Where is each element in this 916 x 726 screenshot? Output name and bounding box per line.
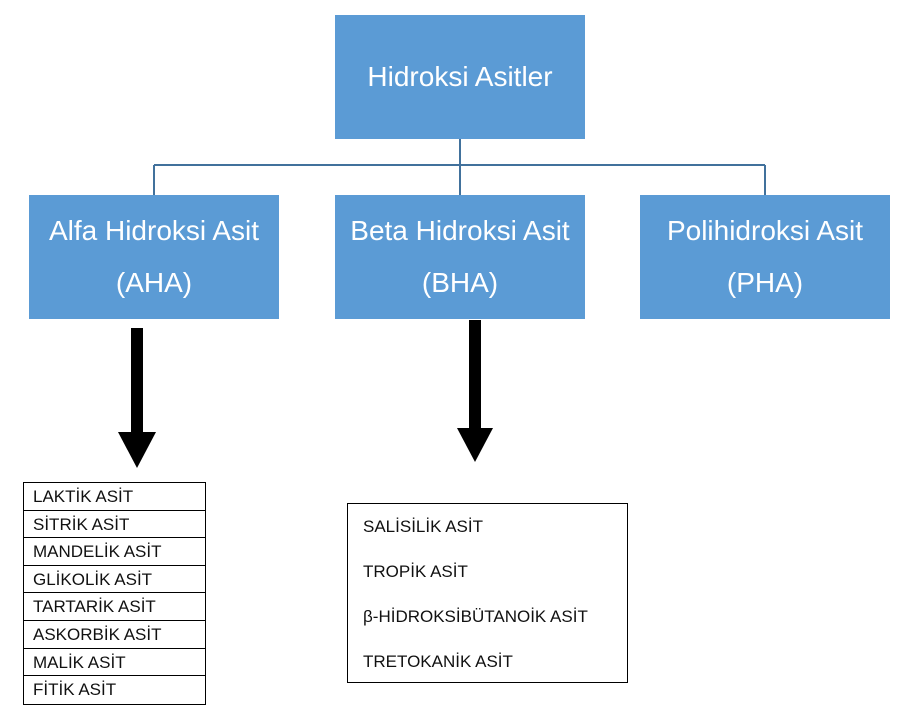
node-bha-abbr: (BHA) — [421, 267, 499, 298]
list-item: MANDELİK ASİT — [24, 538, 205, 566]
list-item: ASKORBİK ASİT — [24, 621, 205, 649]
aha-down-arrow — [118, 328, 156, 468]
list-item: GLİKOLİK ASİT — [24, 566, 205, 594]
list-item: TRETOKANİK ASİT — [363, 652, 513, 671]
bha-acid-list: SALİSİLİK ASİT TROPİK ASİT β-HİDROKSİBÜT… — [347, 503, 628, 683]
node-aha-abbr: (AHA) — [115, 267, 193, 298]
list-item: SİTRİK ASİT — [24, 511, 205, 539]
list-item: TARTARİK ASİT — [24, 593, 205, 621]
node-pha-title: Polihidroksi Asit — [666, 215, 864, 246]
node-bha: Beta Hidroksi Asit (BHA) — [335, 195, 585, 319]
node-pha-abbr: (PHA) — [726, 267, 804, 298]
list-item: β-HİDROKSİBÜTANOİK ASİT — [363, 607, 588, 626]
list-item: TROPİK ASİT — [363, 562, 468, 581]
list-item: FİTİK ASİT — [33, 680, 117, 700]
root-node-hidroksi-asitler: Hidroksi Asitler — [335, 15, 585, 139]
list-item: LAKTİK ASİT — [24, 483, 205, 511]
aha-acid-list: LAKTİK ASİT SİTRİK ASİT MANDELİK ASİT GL… — [23, 482, 206, 705]
root-node-label: Hidroksi Asitler — [367, 61, 553, 92]
node-bha-title: Beta Hidroksi Asit — [350, 215, 570, 246]
list-item: SALİSİLİK ASİT — [363, 517, 484, 536]
node-aha: Alfa Hidroksi Asit (AHA) — [29, 195, 279, 319]
node-aha-title: Alfa Hidroksi Asit — [48, 215, 260, 246]
bha-down-arrow — [457, 320, 493, 462]
list-item: MALİK ASİT — [24, 649, 205, 677]
node-pha: Polihidroksi Asit (PHA) — [640, 195, 890, 319]
